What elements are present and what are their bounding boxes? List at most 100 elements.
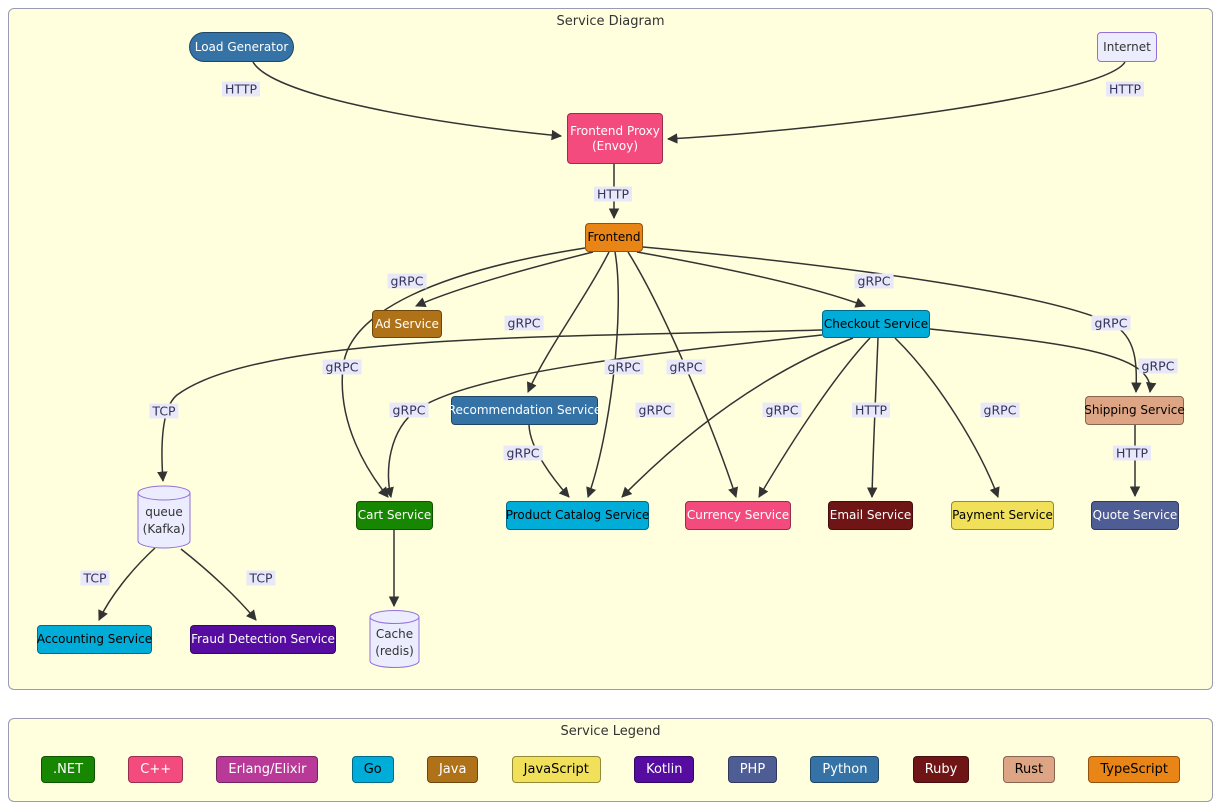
node-quote-service-label: Quote Service — [1092, 508, 1178, 522]
service-legend-panel: Service Legend .NET C++ Erlang/Elixir Go… — [8, 718, 1213, 802]
edge-label-grpc-checkout-cart: gRPC — [389, 402, 429, 418]
legend-item-cpp: C++ — [128, 756, 184, 783]
node-email-service: Email Service — [828, 501, 913, 530]
diagram-edges-layer — [98, 61, 1157, 621]
node-load-generator: Load Generator — [189, 32, 294, 62]
node-queue-sublabel: (Kafka) — [142, 522, 186, 536]
node-checkout-service-label: Checkout Service — [823, 316, 929, 331]
edge-recommendation-product-catalog-service — [528, 424, 570, 498]
edge-label-grpc-checkout-product-catalog: gRPC — [635, 402, 675, 418]
legend-item-typescript: TypeScript — [1088, 756, 1180, 783]
node-frontend-proxy-label: Frontend Proxy — [570, 123, 660, 138]
edge-checkout-cart-service — [383, 334, 823, 499]
node-quote-service: Quote Service — [1091, 501, 1179, 530]
node-shipping-service: Shipping Service — [1084, 396, 1185, 425]
node-internet: Internet — [1097, 32, 1157, 62]
edge-label-tcp-checkout-queue: TCP — [149, 403, 179, 419]
node-checkout-service: Checkout Service — [822, 310, 930, 338]
node-internet-label: Internet — [1103, 39, 1151, 54]
edge-frontend-cart-service — [341, 247, 586, 498]
edge-label-http-proxy-frontend: HTTP — [594, 186, 632, 202]
edge-label-grpc-frontend-cart: gRPC — [322, 359, 362, 375]
node-cart-service: Cart Service — [356, 501, 433, 530]
edge-frontend-product-catalog-service — [586, 251, 619, 498]
edge-label-tcp-queue-accounting: TCP — [80, 570, 110, 586]
node-accounting-service: Accounting Service — [37, 625, 152, 654]
service-diagram-panel: Service Diagram Load Generator — [8, 8, 1213, 690]
legend-row: .NET C++ Erlang/Elixir Go Java JavaScrip… — [9, 756, 1212, 783]
edge-label-grpc-frontend-product-catalog: gRPC — [604, 359, 644, 375]
node-frontend-proxy: Frontend Proxy (Envoy) — [567, 113, 663, 164]
edge-label-http-internet: HTTP — [1106, 81, 1144, 97]
edge-label-grpc-frontend-checkout: gRPC — [854, 273, 894, 289]
cylinder-shape — [137, 485, 191, 549]
edge-label-grpc-checkout-currency: gRPC — [762, 402, 802, 418]
edge-frontend-shipping-service — [642, 246, 1142, 394]
node-frontend-label: Frontend — [587, 230, 641, 244]
edge-label-http-shipping-quote: HTTP — [1113, 445, 1151, 461]
edge-queue-accounting-service — [98, 547, 156, 621]
node-cart-service-label: Cart Service — [357, 508, 432, 522]
edge-checkout-product-catalog-service — [621, 337, 854, 498]
legend-title: Service Legend — [560, 724, 661, 739]
edge-frontend-ad-service — [415, 251, 594, 307]
node-frontend-proxy-sublabel: (Envoy) — [591, 138, 639, 153]
edge-checkout-shipping-service — [929, 328, 1157, 394]
node-cache-redis-text: Cache (redis) — [369, 609, 420, 669]
node-payment-service: Payment Service — [951, 501, 1054, 530]
edge-queue-fraud-detection-service — [180, 548, 257, 621]
edge-frontend-checkout-service — [636, 251, 866, 308]
edge-label-tcp-queue-fraud-detection: TCP — [246, 570, 276, 586]
node-currency-service-label: Currency Service — [686, 508, 790, 522]
edge-frontend-recommendation-service — [526, 251, 610, 393]
edge-label-http-checkout-email: HTTP — [852, 402, 890, 418]
node-product-catalog-service: Product Catalog Service — [506, 501, 649, 530]
edge-label-grpc-frontend-ad: gRPC — [387, 273, 427, 289]
cylinder-shape — [369, 610, 420, 668]
legend-item-go: Go — [351, 756, 394, 783]
edge-label-http-load-generator: HTTP — [222, 81, 260, 97]
node-fraud-detection-service-label: Fraud Detection Service — [191, 632, 335, 646]
legend-item-kotlin: Kotlin — [634, 756, 695, 783]
node-ad-service-label: Ad Service — [375, 316, 439, 331]
edge-label-grpc-frontend-recommendation: gRPC — [504, 315, 544, 331]
edge-checkout-currency-service — [758, 337, 871, 498]
node-recommendation-service-label: Recommendation Service — [447, 403, 602, 417]
node-product-catalog-service-label: Product Catalog Service — [505, 508, 650, 522]
edge-label-grpc-checkout-shipping: gRPC — [1138, 358, 1178, 374]
node-cache-label: Cache — [375, 627, 414, 642]
node-fraud-detection-service: Fraud Detection Service — [190, 625, 336, 654]
node-currency-service: Currency Service — [685, 501, 791, 530]
node-payment-service-label: Payment Service — [952, 508, 1053, 522]
node-recommendation-service: Recommendation Service — [448, 396, 601, 425]
node-queue-kafka-text: queue (Kafka) — [137, 485, 191, 549]
edge-label-grpc-frontend-currency: gRPC — [666, 359, 706, 375]
node-load-generator-label: Load Generator — [194, 39, 289, 54]
node-queue-label: queue — [145, 505, 183, 520]
node-ad-service: Ad Service — [372, 310, 442, 338]
edge-label-grpc-frontend-shipping: gRPC — [1091, 315, 1131, 331]
edge-checkout-email-service — [866, 337, 879, 499]
node-email-service-label: Email Service — [829, 508, 912, 522]
node-shipping-service-label: Shipping Service — [1084, 403, 1185, 417]
legend-item-php: PHP — [727, 756, 778, 783]
node-frontend: Frontend — [585, 223, 643, 252]
legend-item-python: Python — [810, 756, 880, 783]
edge-checkout-queue — [157, 329, 823, 483]
node-queue-kafka: queue (Kafka) — [137, 485, 191, 549]
legend-item-javascript: JavaScript — [511, 756, 601, 783]
legend-item-erlang-elixir: Erlang/Elixir — [216, 756, 319, 783]
legend-item-rust: Rust — [1002, 756, 1056, 783]
legend-item-ruby: Ruby — [912, 756, 970, 783]
legend-item-dotnet: .NET — [41, 756, 96, 783]
legend-item-java: Java — [426, 756, 479, 783]
edge-frontend-currency-service — [627, 251, 739, 498]
edge-label-grpc-recommendation-product-catalog: gRPC — [503, 445, 543, 461]
edge-internet-frontend-proxy — [666, 61, 1126, 144]
edge-load-generator-frontend-proxy — [252, 61, 563, 141]
node-accounting-service-label: Accounting Service — [36, 632, 153, 646]
edge-label-grpc-checkout-payment: gRPC — [980, 402, 1020, 418]
node-cache-sublabel: (redis) — [375, 644, 414, 658]
node-cache-redis: Cache (redis) — [369, 609, 420, 669]
diagram-title: Service Diagram — [556, 14, 665, 29]
